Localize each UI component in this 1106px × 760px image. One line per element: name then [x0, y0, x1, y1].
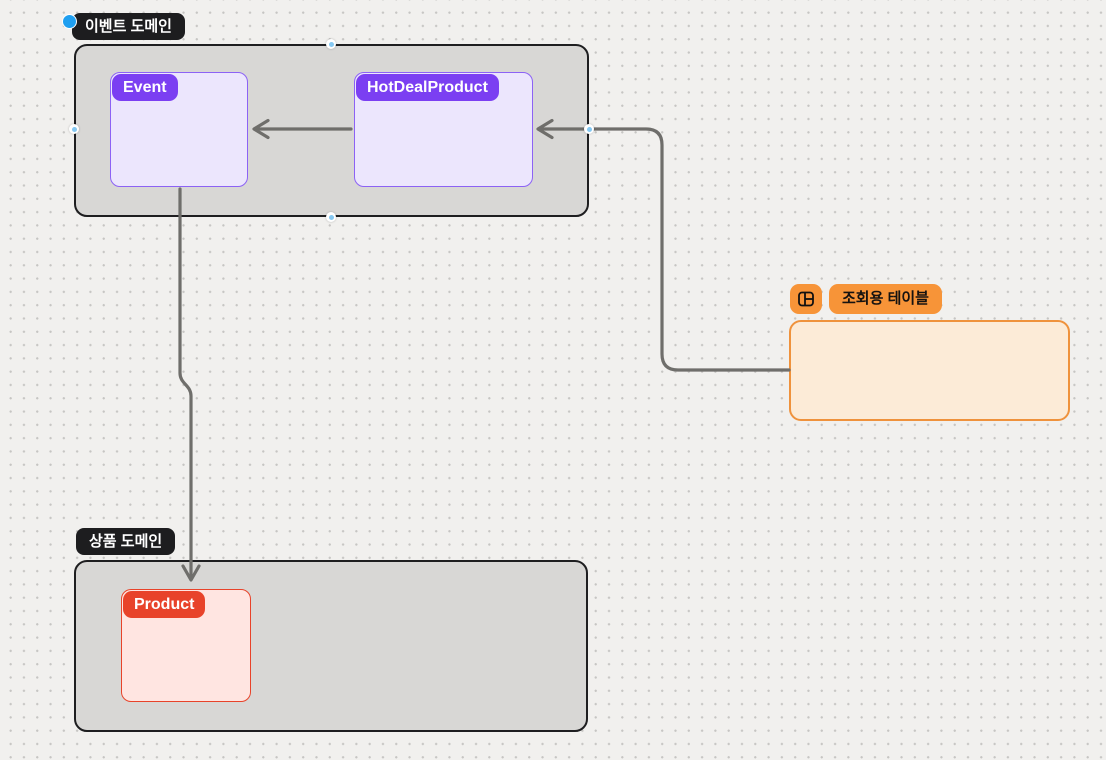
edge-handle-right[interactable]: [584, 124, 594, 134]
node-hotdealproduct-label: HotDealProduct: [356, 74, 499, 101]
node-product[interactable]: Product: [121, 589, 251, 702]
node-hotdealproduct[interactable]: HotDealProduct: [354, 72, 533, 187]
connector-lookup-to-hotdealproduct[interactable]: [536, 118, 791, 372]
product-domain-label-text: 상품 도메인: [89, 533, 163, 550]
lookup-table-label[interactable]: 조회용 테이블: [790, 284, 942, 314]
node-product-label: Product: [123, 591, 206, 618]
node-event[interactable]: Event: [110, 72, 248, 187]
event-domain-label-text: 이벤트 도메인: [85, 18, 172, 35]
edge-handle-left[interactable]: [69, 124, 79, 134]
node-event-label: Event: [112, 74, 178, 101]
blue-presence-dot: [62, 14, 77, 29]
connector-event-to-product[interactable]: [178, 187, 201, 582]
lookup-table-box[interactable]: [789, 320, 1070, 421]
connector-hotdealproduct-to-event[interactable]: [252, 118, 353, 140]
lookup-table-label-text: 조회용 테이블: [829, 284, 942, 314]
edge-handle-top[interactable]: [326, 39, 336, 49]
product-domain-label[interactable]: 상품 도메인: [76, 528, 176, 555]
event-domain-label[interactable]: 이벤트 도메인: [72, 13, 185, 40]
table-layout-icon: [790, 284, 822, 314]
edge-handle-bottom[interactable]: [326, 212, 336, 222]
